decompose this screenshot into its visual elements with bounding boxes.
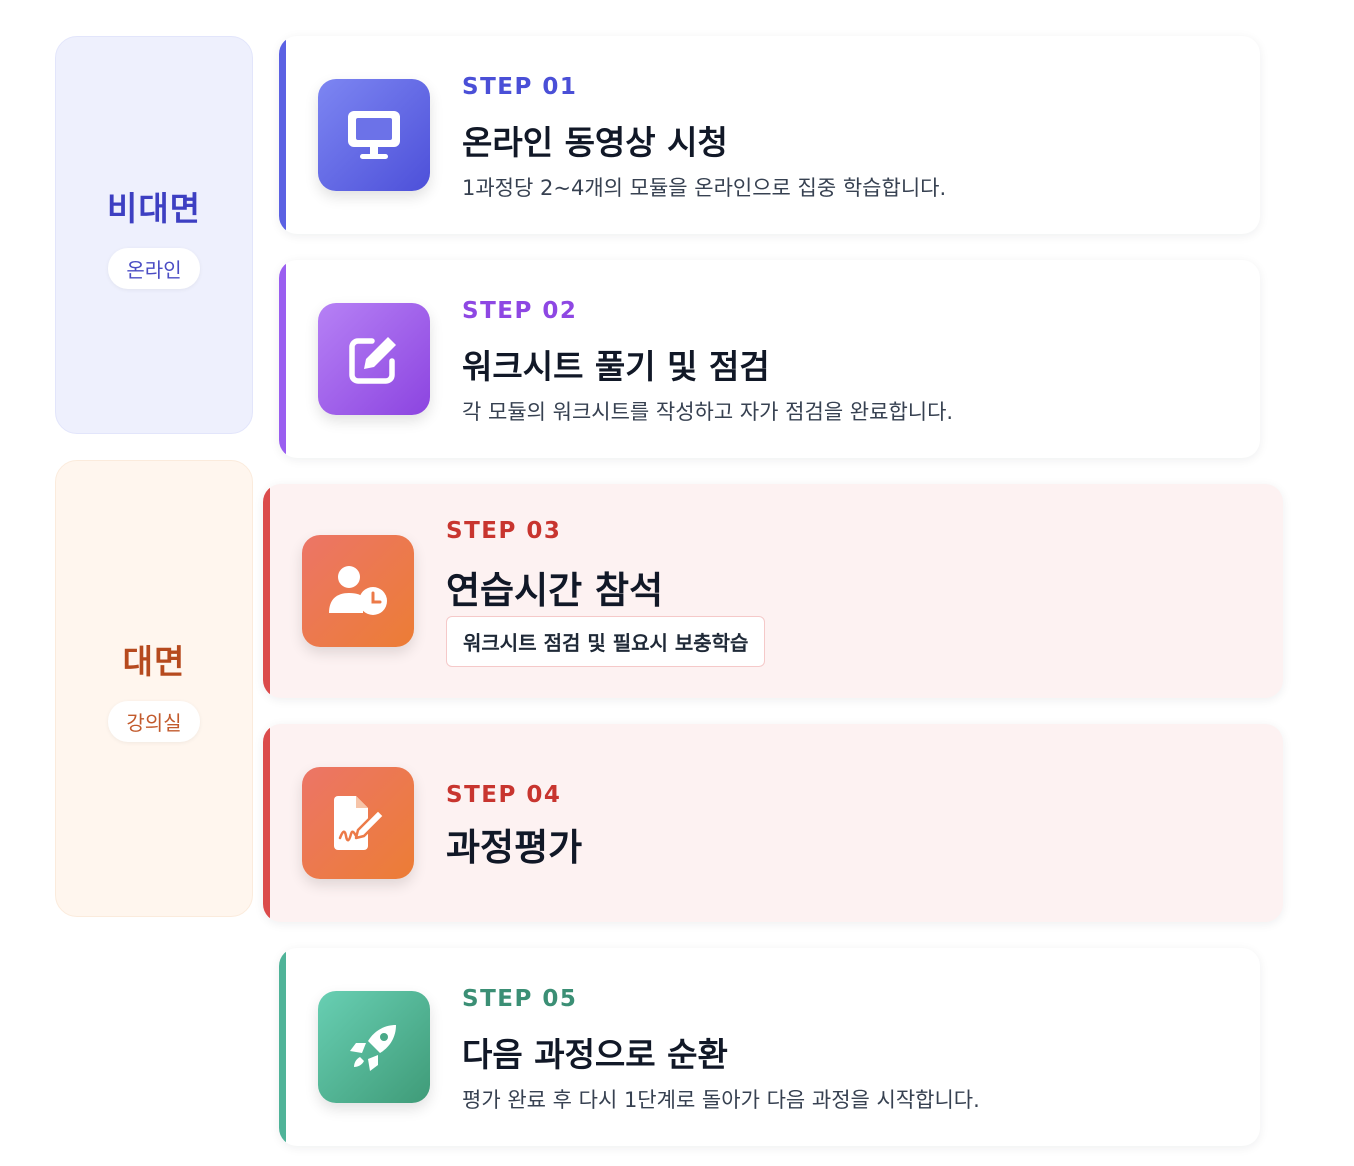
user-clock-icon [327, 565, 389, 617]
step-1-title: 온라인 동영상 시청 [462, 123, 728, 162]
file-signature-icon [330, 796, 386, 850]
step-3-icon-box [302, 535, 414, 647]
step-card-4: STEP 04 과정평가 [263, 724, 1283, 922]
step-2-description: 각 모듈의 워크시트를 작성하고 자가 점검을 완료합니다. [462, 400, 954, 424]
phase-online: 비대면 온라인 [55, 36, 253, 434]
step-1-label: STEP 01 [462, 74, 578, 100]
step-2-label: STEP 02 [462, 298, 578, 324]
step-2-icon-box [318, 303, 430, 415]
step-card-1: STEP 01 온라인 동영상 시청 1과정당 2~4개의 모듈을 온라인으로 … [279, 36, 1260, 234]
step-4-label: STEP 04 [446, 782, 562, 808]
step-5-label: STEP 05 [462, 986, 578, 1012]
step-1-icon-box [318, 79, 430, 191]
edit-icon [348, 333, 400, 385]
step-card-3: STEP 03 연습시간 참석 워크시트 점검 및 필요시 보충학습 [263, 484, 1283, 698]
step-4-title: 과정평가 [446, 826, 583, 869]
step-5-title: 다음 과정으로 순환 [462, 1035, 728, 1074]
step-3-tag: 워크시트 점검 및 필요시 보충학습 [446, 616, 766, 667]
step-1-description: 1과정당 2~4개의 모듈을 온라인으로 집중 학습합니다. [462, 176, 947, 200]
step-4-icon-box [302, 767, 414, 879]
monitor-icon [346, 109, 402, 161]
step-5-description: 평가 완료 후 다시 1단계로 돌아가 다음 과정을 시작합니다. [462, 1088, 980, 1112]
step-card-5: STEP 05 다음 과정으로 순환 평가 완료 후 다시 1단계로 돌아가 다… [279, 948, 1260, 1146]
phase-offline-chip: 강의실 [108, 701, 200, 742]
step-card-2: STEP 02 워크시트 풀기 및 점검 각 모듈의 워크시트를 작성하고 자가… [279, 260, 1260, 458]
step-5-icon-box [318, 991, 430, 1103]
step-2-title: 워크시트 풀기 및 점검 [462, 347, 770, 386]
phase-online-title: 비대면 [106, 188, 202, 228]
step-3-label: STEP 03 [446, 518, 562, 544]
phase-offline: 대면 강의실 [55, 460, 253, 917]
rocket-icon [348, 1021, 400, 1073]
phase-online-chip: 온라인 [108, 247, 200, 289]
step-3-title: 연습시간 참석 [446, 569, 664, 612]
phase-offline-title: 대면 [122, 642, 186, 681]
